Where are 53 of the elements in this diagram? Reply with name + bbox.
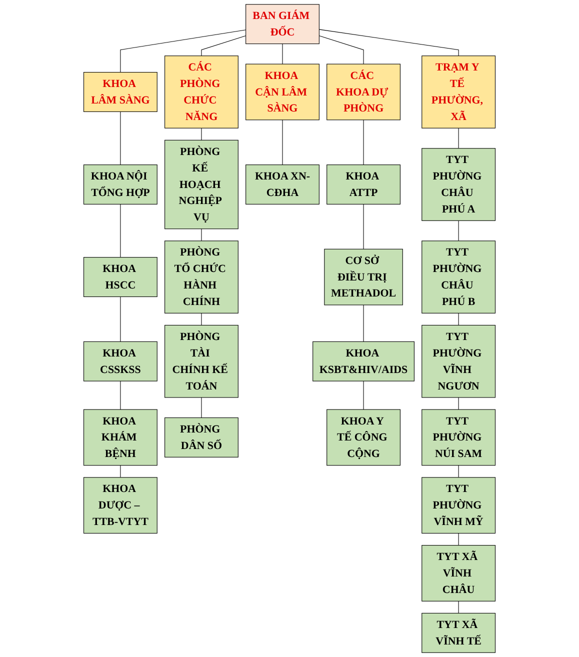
connector xyxy=(201,128,202,140)
node-box: PHÒNG TỔ CHỨC HÀNH CHÍNH xyxy=(164,240,238,314)
node-box: PHÒNG TÀI CHÍNH KẾ TOÁN xyxy=(164,324,238,398)
connector xyxy=(120,296,121,342)
node-box: KHOA CSSKSS xyxy=(83,341,158,382)
connector xyxy=(458,465,459,478)
node-box: CÁC PHÒNG CHỨC NĂNG xyxy=(164,56,238,128)
node-box: PHÒNG KẾ HOẠCH NGHIỆP VỤ xyxy=(164,140,238,230)
connector xyxy=(201,397,202,418)
node-box: KHOA CẬN LÂM SÀNG xyxy=(246,64,320,120)
node-box: KHOA ATTP xyxy=(326,164,400,204)
node-box: TRẠM Y TẾ PHƯỜNG, XÃ xyxy=(422,56,496,128)
node-box: KHOA Y TẾ CÔNG CỘNG xyxy=(326,409,400,466)
connector xyxy=(282,120,283,166)
connector xyxy=(458,397,459,410)
connector xyxy=(458,533,459,546)
node-box: BAN GIÁM ĐỐC xyxy=(246,4,320,44)
connector xyxy=(120,380,121,410)
connector xyxy=(458,128,459,149)
node-box: KHOA HSCC xyxy=(83,257,158,298)
node-box: TYT PHƯỜNG VĨNH NGƯƠN xyxy=(422,324,496,398)
node-box: TYT PHƯỜNG CHÂU PHÚ A xyxy=(422,148,496,221)
connector xyxy=(120,111,121,166)
node-box: KHOA DƯỢC – TTB-VTYT xyxy=(83,477,158,534)
node-box: KHOA KSBT&HIV/AIDS xyxy=(312,341,414,382)
connector xyxy=(458,600,459,614)
connector xyxy=(201,228,202,242)
node-box: CƠ SỞ ĐIỀU TRỊ METHADOL xyxy=(324,248,403,306)
node-box: TYT PHƯỜNG VĨNH MỸ xyxy=(422,477,496,534)
connector xyxy=(201,312,202,326)
connector xyxy=(120,465,121,478)
node-box: KHOA NỘI TỔNG HỢP xyxy=(83,164,158,204)
connector xyxy=(318,29,459,56)
node-box: KHOA KHÁM BỆNH xyxy=(83,409,158,466)
connector xyxy=(363,380,364,410)
connector xyxy=(363,120,364,166)
node-box: CÁC KHOA DỰ PHÒNG xyxy=(326,64,400,120)
node-box: TYT PHƯỜNG NÚI SAM xyxy=(422,409,496,466)
connector xyxy=(363,304,364,342)
node-box: KHOA XN-CĐHA xyxy=(246,164,320,204)
node-box: KHOA LÂM SÀNG xyxy=(83,72,158,112)
node-box: TYT PHƯỜNG CHÂU PHÚ B xyxy=(422,240,496,314)
node-box: TYT XÃ VĨNH TẾ xyxy=(422,612,496,653)
connector xyxy=(120,204,121,258)
connector xyxy=(318,35,364,64)
connector xyxy=(282,44,283,64)
node-box: TYT XÃ VĨNH CHÂU xyxy=(422,545,496,602)
connector xyxy=(458,220,459,242)
node-box: PHÒNG DÂN SỐ xyxy=(164,417,238,458)
connector xyxy=(458,312,459,326)
connector xyxy=(201,35,246,56)
connector xyxy=(363,204,364,250)
connector xyxy=(120,30,246,73)
